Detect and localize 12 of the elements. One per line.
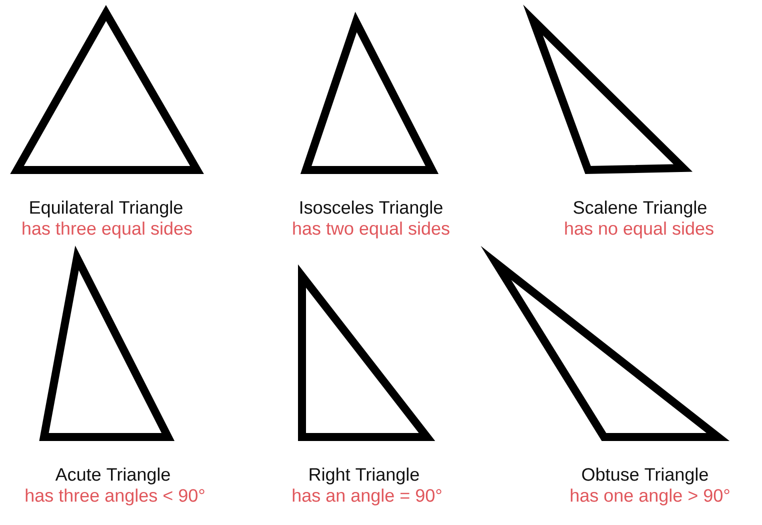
property-caption: has an angle = 90° [292, 488, 442, 506]
shape-name: Equilateral Triangle [30, 200, 182, 218]
shape-name: Right Triangle [310, 468, 419, 484]
property-caption: has three equal sides [22, 222, 192, 238]
shape-name: Obtuse Triangle [582, 468, 708, 484]
property-caption: has no equal sides [565, 222, 714, 238]
property-caption: has two equal sides [293, 222, 450, 238]
shape-name: Isosceles Triangle [300, 200, 442, 218]
shape-name: Scalene Triangle [574, 200, 706, 218]
shape-name: Acute Triangle [55, 468, 170, 484]
property-caption: has one angle > 90° [570, 488, 730, 506]
property-caption: has three angles < 90° [26, 488, 204, 506]
